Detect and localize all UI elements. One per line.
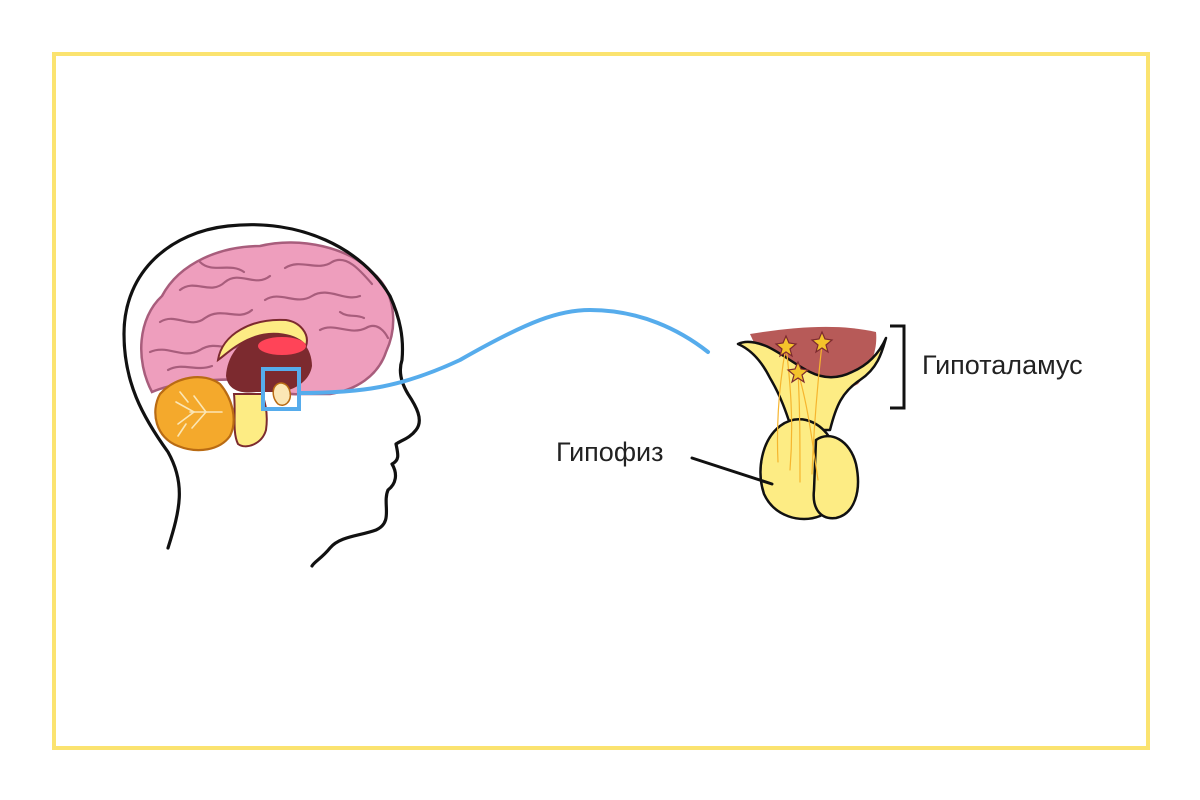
diagram-frame (52, 52, 1150, 750)
brain-folds (148, 258, 390, 372)
cerebellum-arbor (175, 391, 223, 437)
head-profile-icon (122, 223, 421, 568)
pituitary-gland-icon (736, 326, 888, 521)
cerebellum (154, 376, 235, 452)
brain-icon (140, 241, 395, 452)
hypothalamus-label: Гипоталамус (922, 350, 1083, 380)
corpus-callosum (216, 318, 308, 363)
nerve-fibers (776, 343, 823, 483)
neuron-icon (774, 330, 834, 384)
pituitary-pointer (690, 456, 774, 486)
hypothalamus-bracket (890, 324, 906, 410)
small-pituitary (272, 382, 292, 406)
highlight-spot (258, 337, 306, 355)
posterior-lobe (812, 434, 860, 520)
zoom-box-icon (261, 367, 301, 411)
connector-line (297, 307, 710, 395)
pituitary-label: Гипофиз (556, 437, 664, 467)
